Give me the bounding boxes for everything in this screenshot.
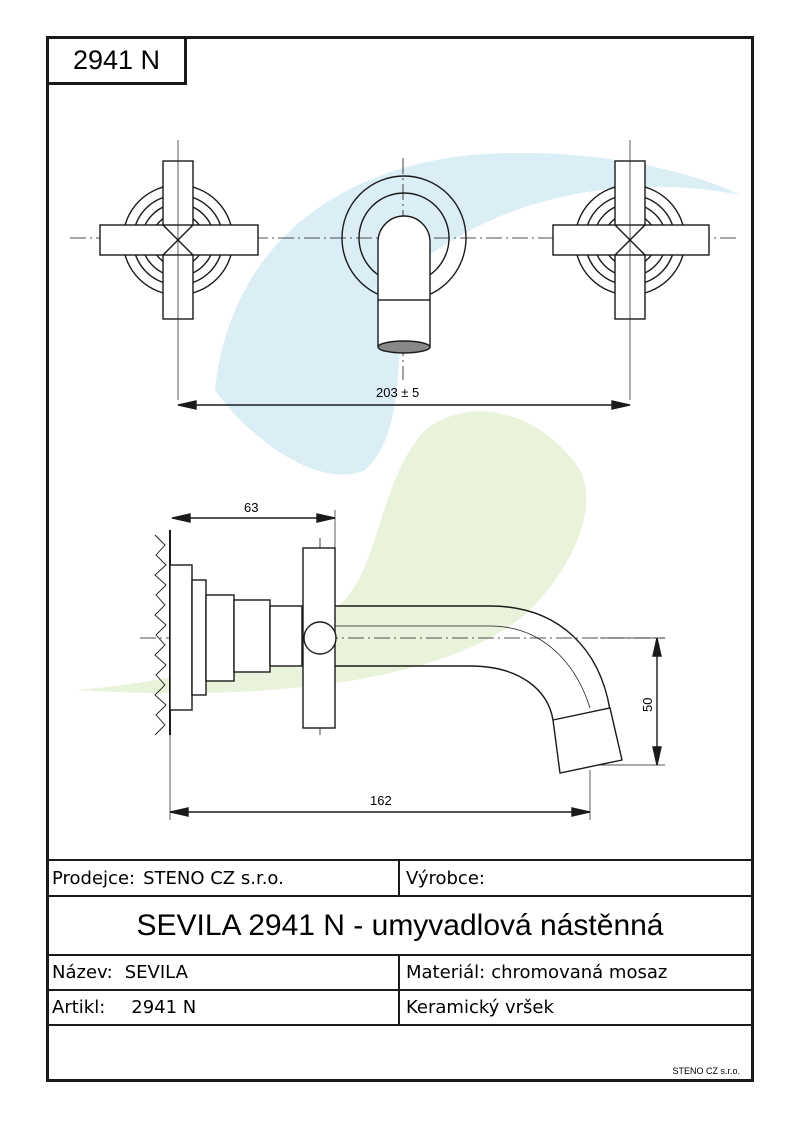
faucet-side-view xyxy=(169,547,623,774)
dimension-63-label: 63 xyxy=(244,500,258,515)
footer-company-mark: STENO CZ s.r.o. xyxy=(672,1066,740,1076)
title-block-article-row: Artikl: 2941 N Keramický vršek xyxy=(46,989,754,1024)
article-value: 2941 N xyxy=(131,997,197,1018)
dimension-203 xyxy=(177,400,631,410)
name-label: Název: xyxy=(52,962,113,983)
wall-section xyxy=(154,530,171,736)
dimension-162 xyxy=(169,735,591,820)
drawing-sheet-frame xyxy=(46,36,754,1082)
material-value: chromovaná mosaz xyxy=(491,962,668,983)
dimension-50-label: 50 xyxy=(640,698,655,712)
seller-label: Prodejce: xyxy=(52,867,136,889)
maker-label: Výrobce: xyxy=(406,867,485,889)
drawing-code: 2941 N xyxy=(72,45,161,75)
right-handle-front-view xyxy=(552,140,710,400)
seller-value: STENO CZ s.r.o. xyxy=(143,867,284,889)
dimension-63 xyxy=(171,510,336,548)
title-block-product-row: SEVILA 2941 N - umyvadlová nástěnná xyxy=(46,895,754,954)
title-block-divider xyxy=(398,861,400,895)
title-block-seller-row: Prodejce: STENO CZ s.r.o. Výrobce: xyxy=(46,859,754,895)
spout-front-view xyxy=(341,175,467,354)
article-label: Artikl: xyxy=(52,997,106,1018)
cartridge-note: Keramický vršek xyxy=(406,997,554,1018)
title-block-name-row: Název: SEVILA Materiál: chromovaná mosaz xyxy=(46,954,754,989)
product-title: SEVILA 2941 N - umyvadlová nástěnná xyxy=(136,908,664,942)
name-value: SEVILA xyxy=(124,962,188,983)
left-handle-front-view xyxy=(99,140,259,400)
dimension-162-label: 162 xyxy=(370,793,392,808)
watermark-logo xyxy=(75,153,740,694)
dimension-50 xyxy=(600,637,665,766)
drawing-code-box: 2941 N xyxy=(46,36,187,85)
title-block-footer-row: STENO CZ s.r.o. xyxy=(46,1024,754,1082)
dimension-203-label: 203 ± 5 xyxy=(376,385,419,400)
material-label: Materiál: xyxy=(406,962,486,983)
